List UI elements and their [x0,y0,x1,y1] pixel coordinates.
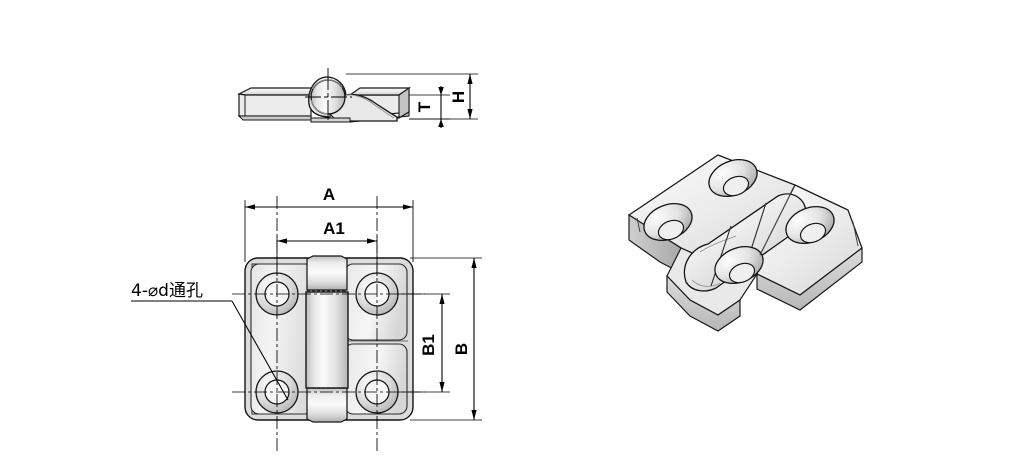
side-left-wing-top [237,87,312,96]
hole-note-leader-line [231,300,289,401]
dimension-label-A: A [323,185,335,204]
front-plan-view: A A1 B B1 4-⌀d通孔 [131,185,482,452]
iso-leaf-split-line [759,184,796,256]
t-arrow-top [438,87,444,95]
iso-left-plate-side [628,213,682,274]
iso-right-plate-front [756,246,863,311]
hole-note-label: 4-⌀d通孔 [131,281,203,301]
side-barrel-shade [310,99,329,115]
front-knuckle-top [306,255,348,291]
dimension-label-B1: B1 [419,334,438,356]
dimension-label-B: B [452,343,471,355]
front-center-barrel [305,291,349,389]
iso-countersunk-hole-front [714,246,764,284]
t-arrow-bottom [438,119,444,127]
isometric-3d-view [627,154,863,332]
front-knuckle-bottom [306,387,348,423]
iso-barrel-highlight [699,235,737,253]
dimension-label-T: T [415,101,434,112]
iso-barrel-shade [691,279,721,287]
side-left-wing-bottom [237,115,312,121]
iso-edge-chamfer-left [636,217,641,233]
side-cam-shading [345,94,395,119]
dimension-label-H: H [449,91,468,103]
iso-countersunk-hole-right [785,206,835,244]
dimension-label-A1: A1 [323,219,345,238]
side-base-flange [310,117,351,123]
side-elevation-view: H T [237,68,478,128]
iso-edge-chamfer-right [852,221,859,247]
iso-countersunk-hole-top [708,159,758,197]
hole-centerlines [232,196,425,452]
iso-countersunk-hole-left [643,203,693,241]
side-left-wing-front [238,93,312,117]
iso-front-leaf-face [666,274,741,332]
